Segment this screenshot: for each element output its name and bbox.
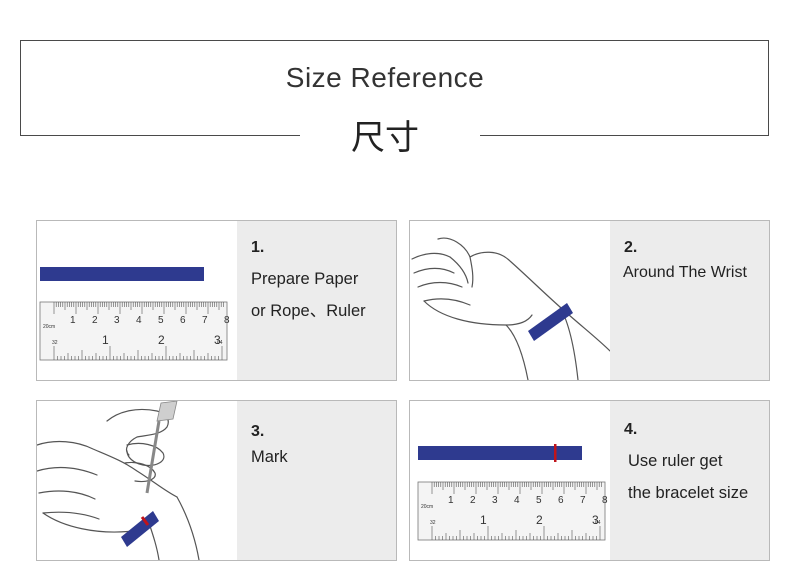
ruler-inch-label: 1 (102, 333, 109, 347)
header-divider-right (480, 135, 769, 136)
ruler-cm-label: 6 (180, 315, 186, 326)
ruler-cm-label: 7 (202, 315, 208, 326)
pencil-body (145, 420, 161, 494)
wrist-strip (121, 511, 159, 547)
title-chinese: 尺寸 (351, 118, 419, 158)
ruler-cm-label: 4 (514, 495, 520, 506)
ruler-cm-label: 5 (536, 495, 542, 506)
step-line: Mark (251, 448, 288, 466)
ruler-unit-label: 32 (430, 520, 436, 526)
pencil-icon (156, 401, 178, 422)
ruler-cm-label: 1 (70, 315, 76, 326)
step-3-text: 3. Mark (237, 401, 396, 560)
ruler-inch-label: 1 (480, 513, 487, 527)
step-card-2: 2. Around The Wrist (409, 220, 770, 381)
ruler-unit-label: 20cm (43, 324, 55, 330)
ruler-unit-label: 64 (595, 520, 601, 526)
red-mark (554, 444, 557, 462)
ruler-unit-label: 20cm (421, 504, 433, 510)
ruler-cm-label: 3 (492, 495, 498, 506)
paper-strip (418, 446, 582, 460)
step-2-illustration (410, 221, 610, 380)
header-divider-left (20, 135, 300, 136)
ruler-inch-label: 2 (536, 513, 543, 527)
ruler-cm-label: 2 (470, 495, 476, 506)
step-number: 1. (251, 239, 265, 256)
ruler-cm-label: 6 (558, 495, 564, 506)
step-number: 4. (624, 421, 638, 438)
ruler-unit-label: 64 (217, 340, 223, 346)
ruler-unit-label: 32 (52, 340, 58, 346)
step-number: 2. (624, 239, 638, 256)
ruler-cm-label: 5 (158, 315, 164, 326)
step-4-text: 4. Use ruler get the bracelet size (610, 401, 769, 560)
ruler-cm-label: 4 (136, 315, 142, 326)
ruler-cm-label: 8 (224, 315, 230, 326)
ruler-cm-label: 7 (580, 495, 586, 506)
step-2-text: 2. Around The Wrist (610, 221, 769, 380)
step-1-text: 1. Prepare Paper or Rope、Ruler (237, 221, 396, 380)
title-english: Size Reference (285, 62, 485, 93)
step-card-3: 3. Mark (36, 400, 397, 561)
step-line: Use ruler get (628, 452, 723, 470)
step-number: 3. (251, 423, 265, 440)
hand-mark-icon (37, 401, 200, 560)
hand-wrist-icon (411, 237, 610, 380)
ruler-inch-label: 2 (158, 333, 165, 347)
paper-strip (40, 267, 204, 281)
step-line: Prepare Paper (251, 270, 359, 288)
step-line: Around The Wrist (623, 264, 747, 281)
ruler-cm-label: 8 (602, 495, 608, 506)
step-line: the bracelet size (628, 484, 749, 502)
ruler-cm-label: 1 (448, 495, 454, 506)
header-frame (20, 40, 769, 136)
ruler-cm-label: 3 (114, 315, 120, 326)
ruler-cm-label: 2 (92, 315, 98, 326)
step-line: or Rope、Ruler (251, 302, 366, 320)
ruler-inch-label: 3 (592, 513, 599, 527)
step-3-illustration (37, 401, 237, 560)
ruler-inch-label: 3 (214, 333, 221, 347)
wrist-strip (528, 303, 573, 341)
red-mark (140, 516, 150, 526)
